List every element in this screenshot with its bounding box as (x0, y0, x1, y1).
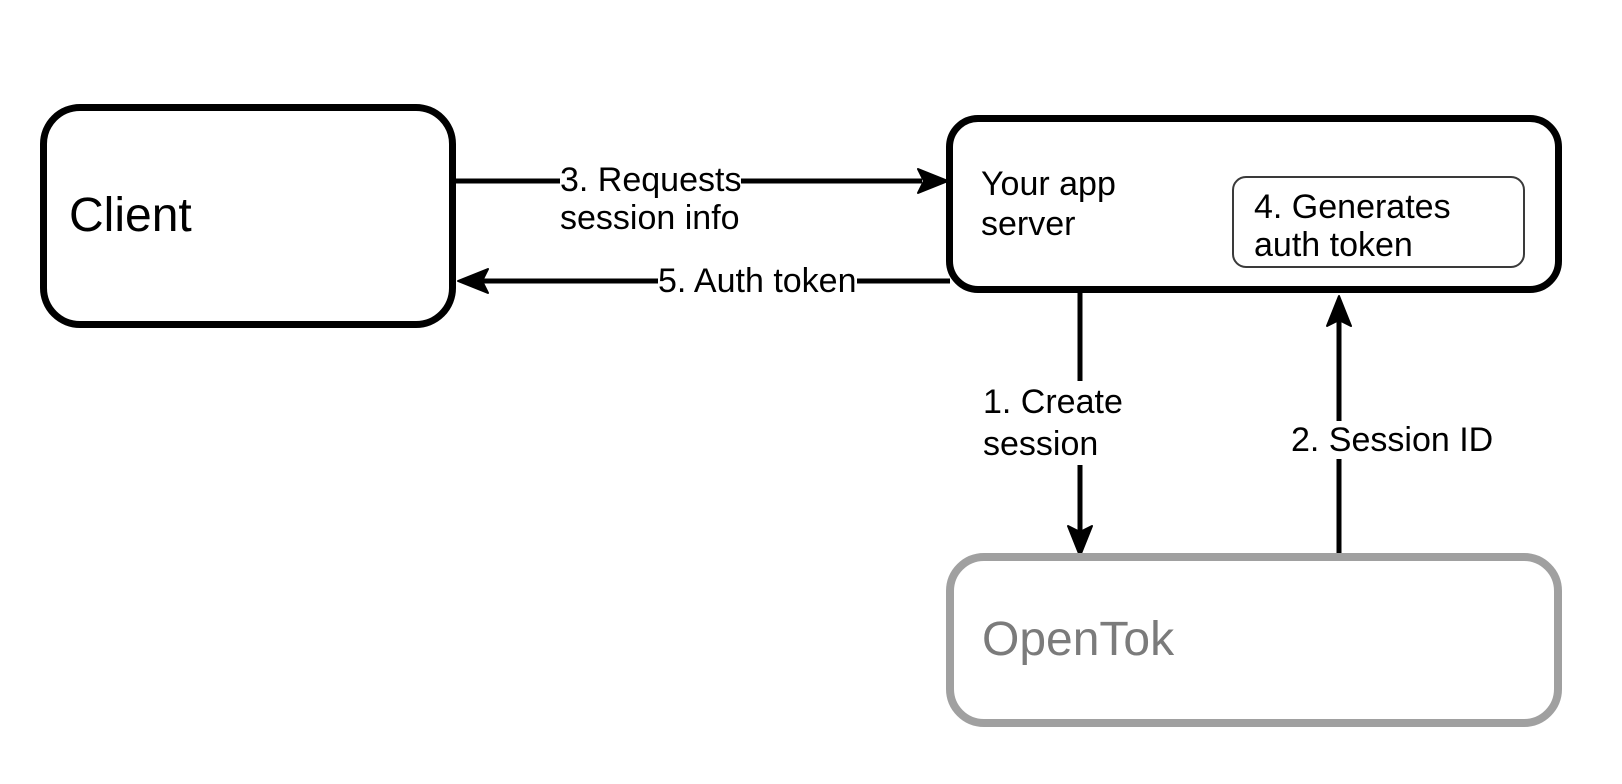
edge-label-auth-token: 5. Auth token (658, 262, 857, 300)
arrow-head-up (1326, 295, 1352, 327)
arrow-head-down (1067, 525, 1093, 557)
generates-auth-token-line1: 4. Generates (1254, 188, 1451, 226)
generates-auth-token-line2: auth token (1254, 226, 1413, 264)
node-app-server: Your app server 4. Generates auth token (946, 115, 1562, 293)
edge-label-create-line1: 1. Create (983, 383, 1123, 421)
arrow-head-right (917, 168, 949, 194)
app-server-label-line1: Your app (981, 165, 1116, 203)
edge-label-requests-line1: 3. Requests (560, 161, 742, 199)
node-opentok: OpenTok (946, 553, 1562, 727)
opentok-label: OpenTok (982, 613, 1175, 666)
app-server-label-line2: server (981, 205, 1076, 243)
client-label: Client (69, 189, 192, 242)
edge-label-create-session: 1. Create session (983, 381, 1123, 465)
edge-label-requests-session-info: 3. Requests session info (560, 161, 742, 237)
edge-label-session-id: 2. Session ID (1291, 421, 1494, 459)
node-generates-auth-token: 4. Generates auth token (1232, 176, 1525, 268)
edge-label-requests-line2: session info (560, 199, 740, 237)
node-client: Client (40, 104, 456, 328)
app-server-label: Your app server (981, 164, 1116, 244)
edge-label-create-line2: session (983, 425, 1099, 463)
arrow-head-left (457, 268, 489, 294)
